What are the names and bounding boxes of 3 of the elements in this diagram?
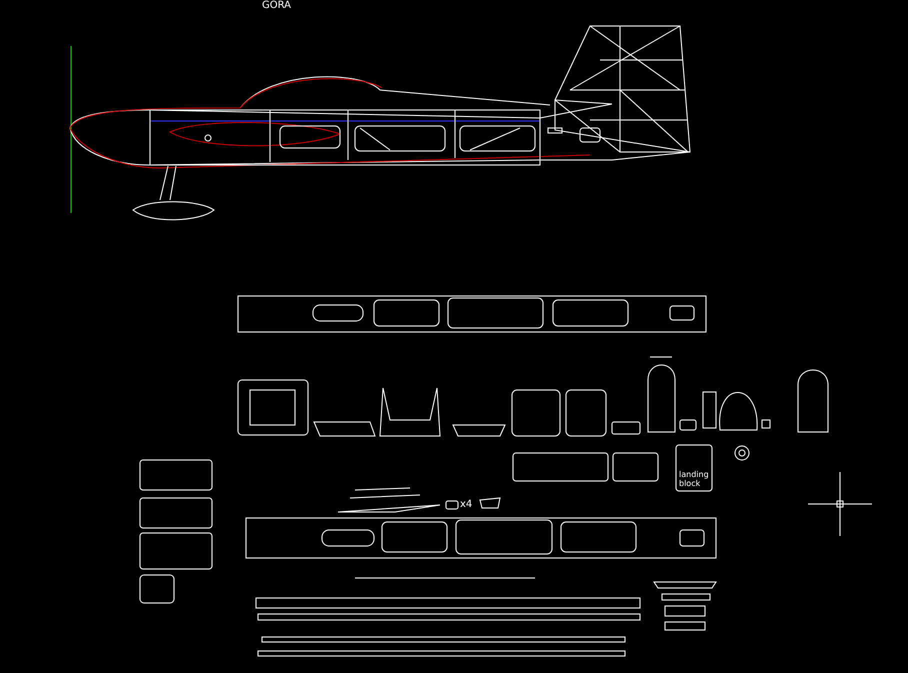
quantity-label: x4 [460, 500, 472, 510]
part-label: landing block [679, 470, 710, 488]
drawing-title: GORA [262, 1, 292, 11]
